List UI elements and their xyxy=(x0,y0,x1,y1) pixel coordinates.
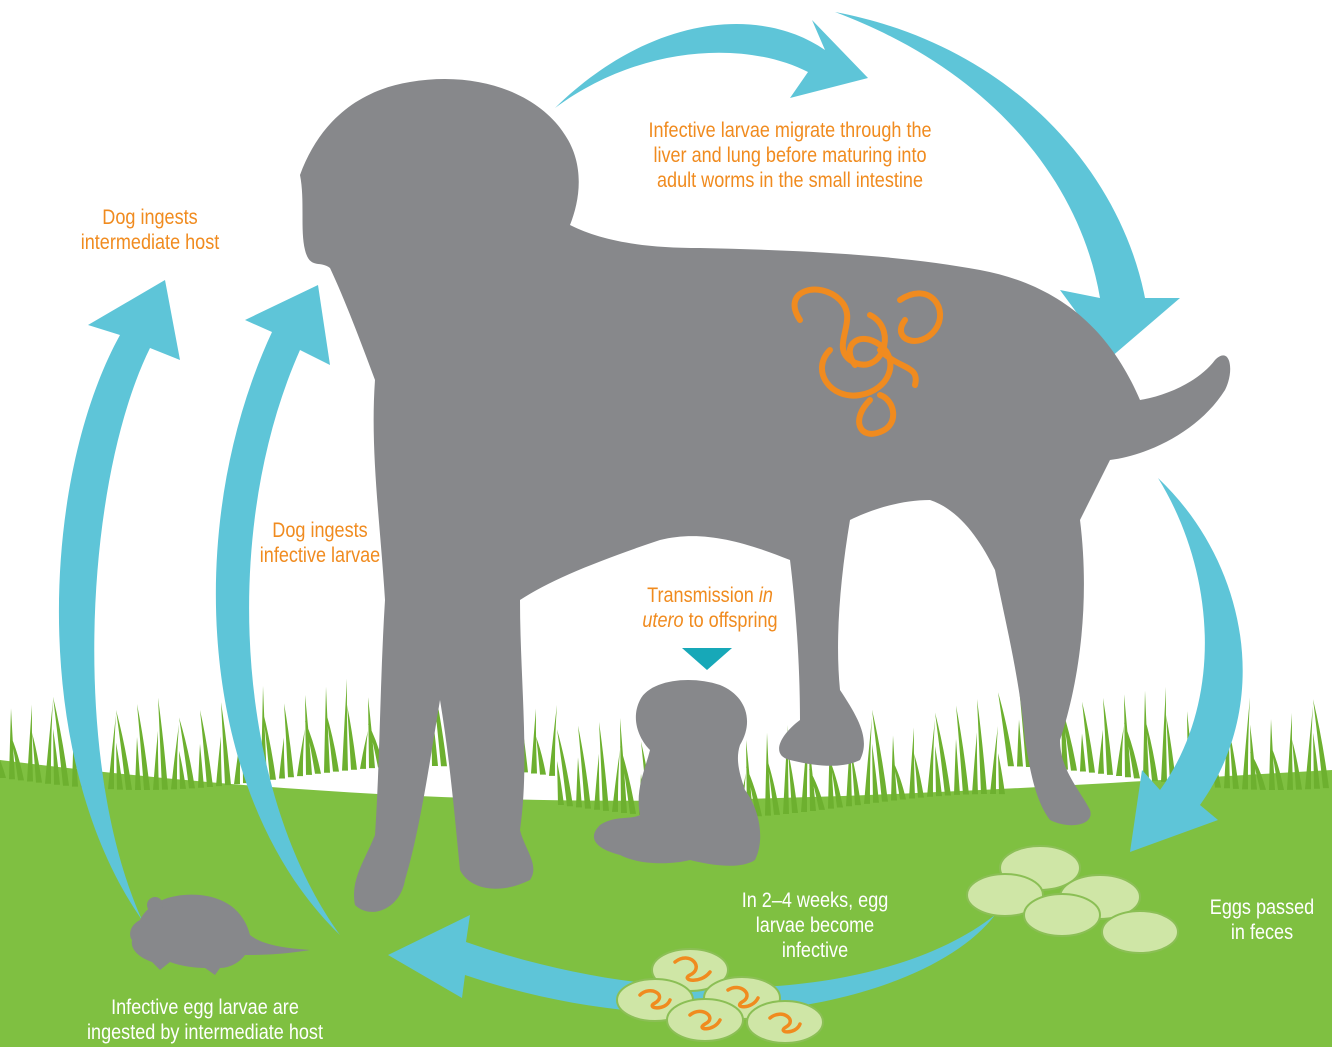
label-in-utero-text-2: to offspring xyxy=(684,609,778,632)
label-eggs-passed-line-2: in feces xyxy=(1185,920,1332,945)
label-intermediate-host: Infective egg larvae are ingested by int… xyxy=(63,995,347,1045)
label-ingests-host: Dog ingests intermediate host xyxy=(47,205,253,255)
label-in-utero-line-1: Transmission in xyxy=(607,583,813,608)
label-become-infective-line-3: infective xyxy=(725,938,906,963)
label-eggs-passed-line-1: Eggs passed xyxy=(1185,895,1332,920)
label-ingests-larvae: Dog ingests infective larvae xyxy=(217,518,423,568)
label-in-utero-text-1: Transmission xyxy=(647,584,759,607)
label-ingests-host-line-2: intermediate host xyxy=(47,230,253,255)
label-migrate-line-1: Infective larvae migrate through the xyxy=(592,118,988,143)
arrow-migration-top-icon xyxy=(555,20,868,108)
label-migrate-line-3: adult worms in the small intestine xyxy=(592,168,988,193)
label-ingests-host-line-1: Dog ingests xyxy=(47,205,253,230)
label-intermediate-host-line-2: ingested by intermediate host xyxy=(63,1020,347,1045)
in-utero-triangle-icon xyxy=(682,648,732,670)
label-intermediate-host-line-1: Infective egg larvae are xyxy=(63,995,347,1020)
label-become-infective-line-1: In 2–4 weeks, egg xyxy=(725,888,906,913)
label-ingests-larvae-line-1: Dog ingests xyxy=(217,518,423,543)
label-in-utero-line-2: utero to offspring xyxy=(607,608,813,633)
puppy-silhouette-icon xyxy=(594,680,760,866)
label-migrate: Infective larvae migrate through the liv… xyxy=(592,118,988,193)
label-ingests-larvae-line-2: infective larvae xyxy=(217,543,423,568)
label-migrate-line-2: liver and lung before maturing into xyxy=(592,143,988,168)
label-become-infective: In 2–4 weeks, egg larvae become infectiv… xyxy=(725,888,906,963)
label-in-utero-italic-2: utero xyxy=(642,609,683,632)
label-in-utero: Transmission in utero to offspring xyxy=(607,583,813,633)
label-in-utero-italic-1: in xyxy=(759,584,773,607)
label-become-infective-line-2: larvae become xyxy=(725,913,906,938)
label-eggs-passed: Eggs passed in feces xyxy=(1185,895,1332,945)
